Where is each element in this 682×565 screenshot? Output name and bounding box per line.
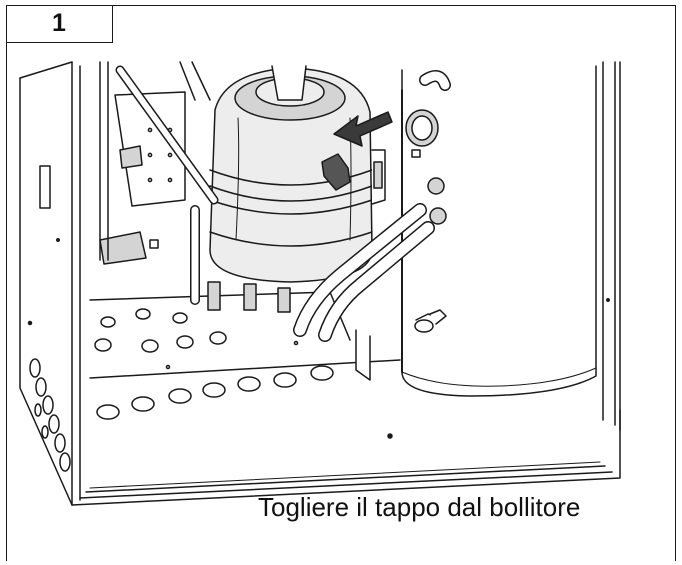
cap-icon (321, 109, 439, 191)
expansion-vessel (209, 65, 373, 283)
control-plate (99, 91, 186, 265)
step-number: 1 (6, 5, 113, 43)
arrow-icon (333, 111, 393, 147)
figure-panel (6, 5, 676, 561)
cabinet-frame (19, 61, 621, 506)
pipes (99, 61, 451, 381)
floor-plate (89, 291, 401, 420)
bracket (371, 149, 386, 205)
caption: Togliere il tappo dal bollitore (258, 492, 581, 522)
